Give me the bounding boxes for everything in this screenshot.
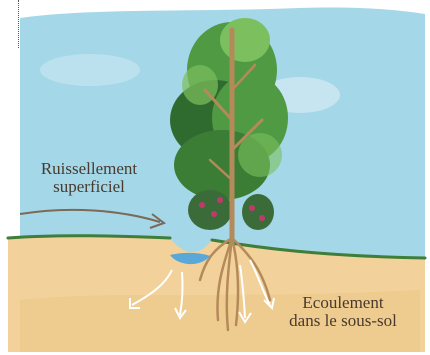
runoff-label-line-1: Ruissellement	[24, 160, 154, 178]
cloud	[40, 54, 140, 86]
frame-edge-line	[18, 0, 19, 48]
runoff-label-line-2: superficiel	[24, 178, 154, 196]
runoff-label: Ruissellement superficiel	[24, 160, 154, 196]
underground-label-line-2: dans le sous-sol	[268, 312, 418, 330]
underground-flow-label: Ecoulement dans le sous-sol	[268, 294, 418, 330]
underground-label-line-1: Ecoulement	[268, 294, 418, 312]
